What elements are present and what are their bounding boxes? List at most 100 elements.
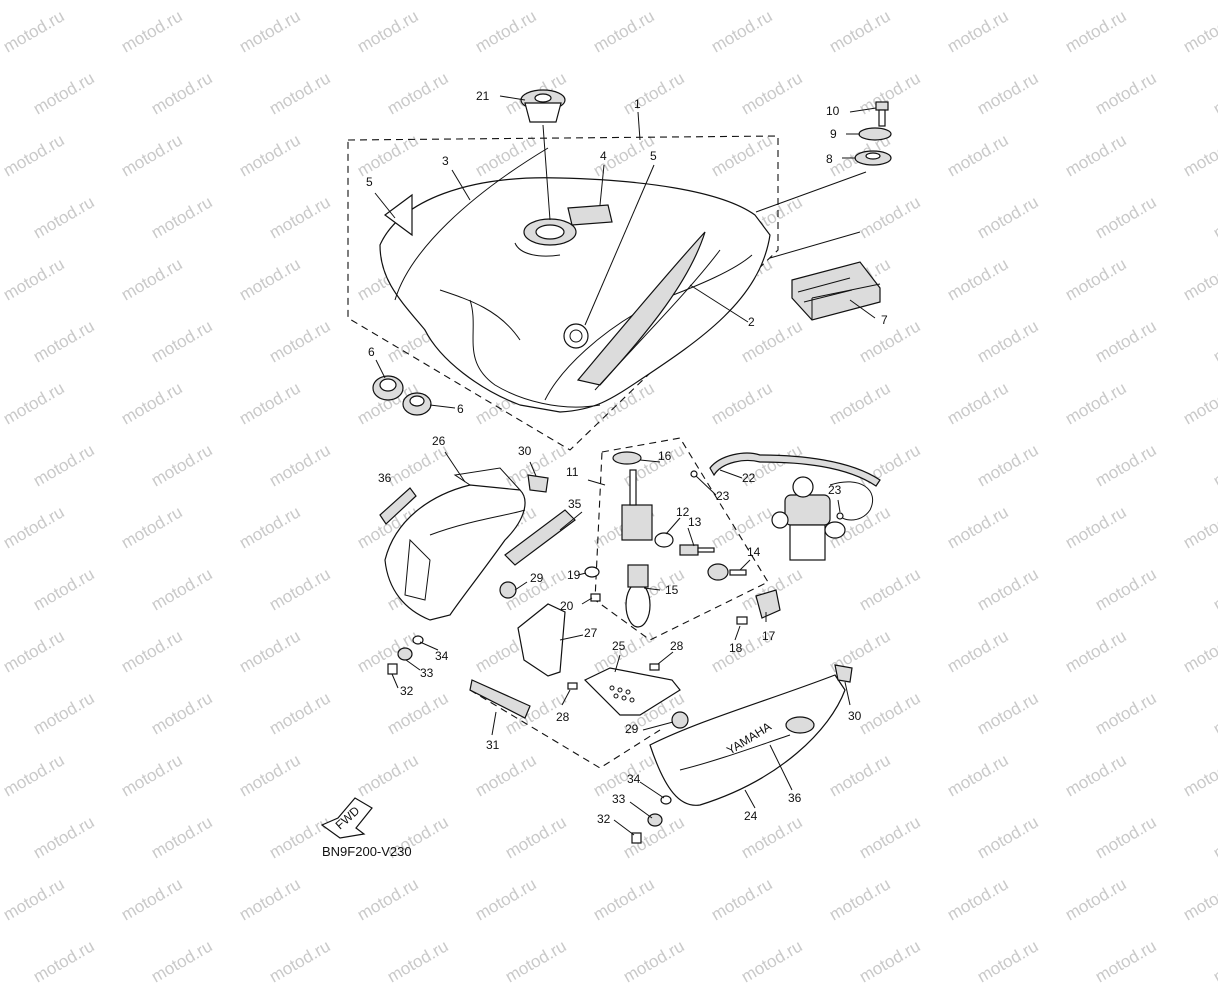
washer-9	[858, 127, 892, 141]
watermark-text: motod.ru	[620, 936, 688, 987]
screw-18	[736, 616, 748, 625]
collar-33a	[397, 647, 413, 661]
side-cover-group-outline	[469, 689, 661, 769]
callout-label: 30	[848, 709, 862, 723]
leader-lines	[374, 95, 877, 836]
callout-label: 22	[742, 471, 756, 485]
fuel-tank	[379, 147, 771, 413]
tank-emblem-left	[383, 193, 413, 237]
callout-label: 23	[828, 483, 842, 497]
callout-label: 5	[366, 175, 373, 189]
o-ring-20	[584, 566, 600, 578]
knob-6b	[402, 392, 432, 416]
watermark-text: motod.ru	[738, 936, 806, 987]
bolt-10	[875, 101, 889, 127]
diagram-caption: BN9F200-V230	[322, 844, 412, 859]
watermark-text: motod.ru	[856, 936, 924, 987]
callout-label: 2	[748, 315, 755, 329]
callout-label: 15	[665, 583, 679, 597]
bracket-25	[583, 667, 681, 716]
carburetor	[771, 476, 846, 561]
tank-label-4	[567, 204, 613, 226]
clip-30b	[834, 664, 853, 683]
callout-label: 28	[670, 639, 684, 653]
callout-label: 36	[788, 791, 802, 805]
screw-28b	[649, 663, 660, 671]
watermark-text: motod.ru	[502, 936, 570, 987]
watermark-text: motod.ru	[266, 936, 334, 987]
tank-graphic-stripe	[576, 231, 706, 386]
callout-label: 4	[600, 149, 607, 163]
clip-23a	[690, 470, 698, 478]
diagram-canvas: motod.ru motod.ru motod.ru motod.ru motod.ru…	[0, 6, 1218, 986]
callout-label: 27	[584, 626, 598, 640]
callout-label: 33	[420, 666, 434, 680]
parts-diagram: YAMAHA	[320, 89, 892, 859]
callout-label: 19	[567, 568, 581, 582]
callout-label: 33	[612, 792, 626, 806]
decal-36	[379, 487, 417, 525]
o-ring-16	[612, 451, 642, 465]
callout-label: 6	[457, 402, 464, 416]
callout-label: 3	[442, 154, 449, 168]
callout-label: 26	[432, 434, 446, 448]
callout-label: 7	[881, 313, 888, 327]
callout-label: 16	[658, 449, 672, 463]
callout-label: 36	[378, 471, 392, 485]
knob-6a	[372, 375, 404, 401]
rectifier-7	[791, 261, 881, 321]
fuel-cock-11	[612, 451, 653, 541]
callout-label: 5	[650, 149, 657, 163]
callout-label: 9	[830, 127, 837, 141]
watermark-text: motod.ru	[148, 936, 216, 987]
callout-label: 28	[556, 710, 570, 724]
callout-label: 20	[560, 599, 574, 613]
callout-label: 34	[627, 772, 641, 786]
watermark-text: motod.ru	[974, 936, 1042, 987]
callout-label: 32	[597, 812, 611, 826]
mesh-25	[609, 685, 635, 703]
callout-label: 31	[486, 738, 500, 752]
o-ring-12	[654, 532, 674, 548]
clip-23b	[836, 512, 844, 520]
damper-29b	[671, 711, 689, 729]
bolt-32b	[631, 832, 642, 844]
screw-28a	[567, 682, 578, 690]
bolt-32a	[387, 663, 398, 675]
screw-14	[729, 569, 747, 576]
callout-label: 1	[634, 97, 641, 111]
callout-label: 14	[747, 545, 761, 559]
plate-31	[469, 679, 531, 719]
callout-label: 35	[568, 497, 582, 511]
side-cover-24	[649, 674, 846, 806]
damper-29a	[499, 581, 517, 599]
callout-label: 29	[625, 722, 639, 736]
callout-label: 30	[518, 444, 532, 458]
front-cover-26	[384, 467, 526, 621]
plate-14	[707, 563, 729, 581]
tank-cap	[520, 89, 566, 123]
callout-label: 23	[716, 489, 730, 503]
fwd-arrow-icon: FWD	[320, 797, 373, 839]
callout-label: 8	[826, 152, 833, 166]
callout-label: 12	[676, 505, 690, 519]
tank-drain-hose	[469, 299, 601, 408]
callout-label: 32	[400, 684, 414, 698]
callout-label: 18	[729, 641, 743, 655]
collar-33b	[647, 813, 663, 827]
watermark-text: motod.ru	[1092, 936, 1160, 987]
fuel-hose-22	[709, 452, 881, 487]
bracket-27	[517, 603, 566, 677]
watermark-text: motod.ru	[1210, 936, 1218, 987]
callout-label: 29	[530, 571, 544, 585]
filter-cap-15	[627, 564, 649, 588]
fuel-line	[829, 481, 873, 521]
yamaha-emblem	[563, 323, 589, 349]
callout-label: 11	[566, 465, 579, 479]
callout-label: 13	[688, 515, 702, 529]
fuel-cock-group-outline	[594, 437, 769, 641]
watermark-text: motod.ru	[384, 936, 452, 987]
callout-label: 24	[744, 809, 758, 823]
filter-15	[625, 582, 651, 628]
